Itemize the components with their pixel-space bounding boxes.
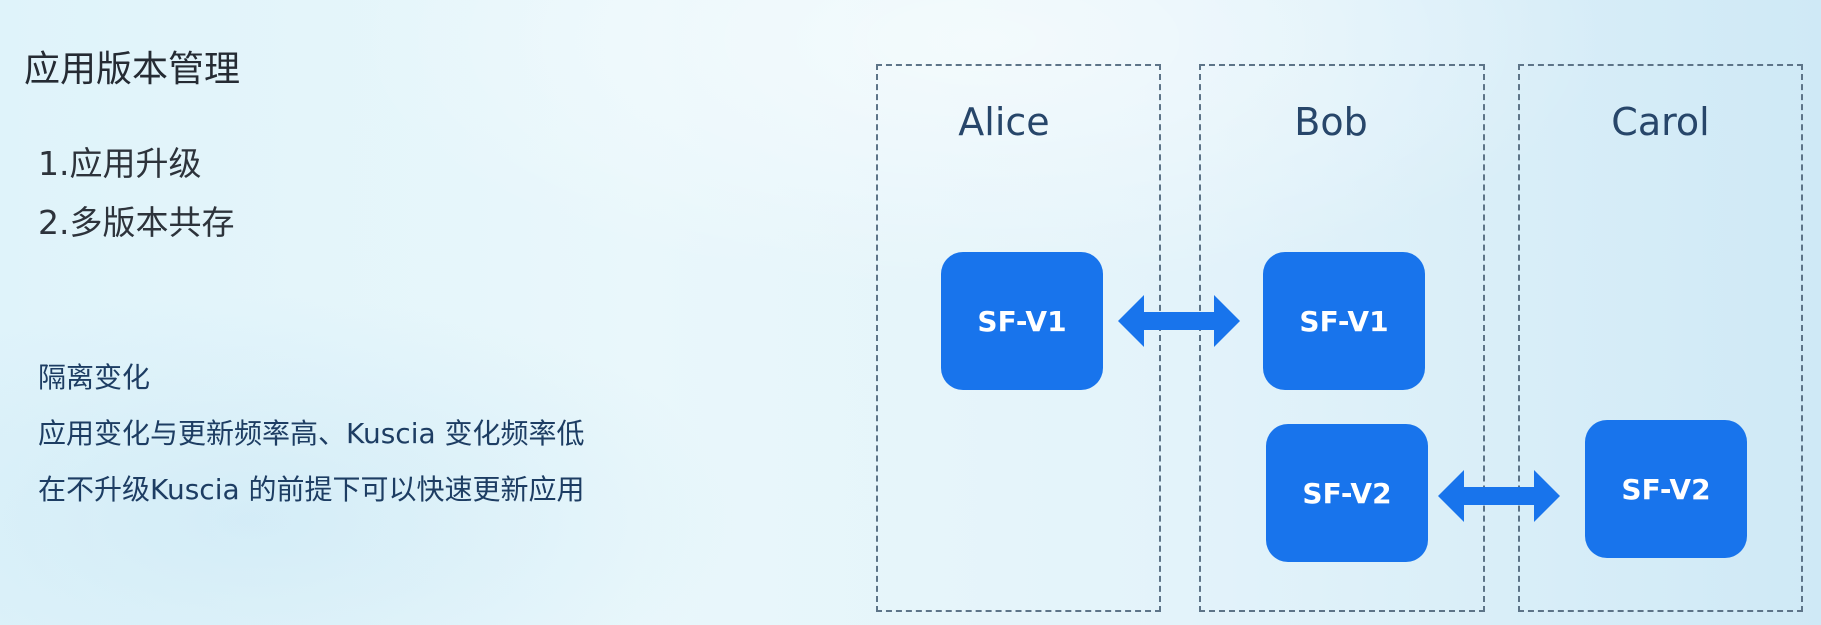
- text-panel: 应用版本管理 1.应用升级 2.多版本共存 隔离变化 应用变化与更新频率高、Ku…: [0, 0, 860, 625]
- party-box-bob: [1199, 64, 1485, 612]
- party-box-carol: [1518, 64, 1803, 612]
- note-line-frequency: 应用变化与更新频率高、Kuscia 变化频率低: [38, 417, 585, 450]
- page-title: 应用版本管理: [24, 49, 241, 90]
- feature-item-upgrade: 1.应用升级: [38, 144, 202, 183]
- party-box-alice: [876, 64, 1161, 612]
- note-heading: 隔离变化: [38, 361, 151, 394]
- bidirectional-arrow-v1: [1118, 295, 1240, 347]
- node-carol-sf-v2: SF-V2: [1585, 420, 1747, 558]
- node-alice-sf-v1: SF-V1: [941, 252, 1103, 390]
- party-label-bob: Bob: [1294, 100, 1368, 144]
- feature-item-multiversion: 2.多版本共存: [38, 203, 235, 242]
- party-label-carol: Carol: [1611, 100, 1710, 144]
- node-bob-sf-v2: SF-V2: [1266, 424, 1428, 562]
- node-bob-sf-v1: SF-V1: [1263, 252, 1425, 390]
- party-label-alice: Alice: [958, 100, 1050, 144]
- note-line-update: 在不升级Kuscia 的前提下可以快速更新应用: [38, 473, 585, 506]
- bidirectional-arrow-v2: [1438, 470, 1560, 522]
